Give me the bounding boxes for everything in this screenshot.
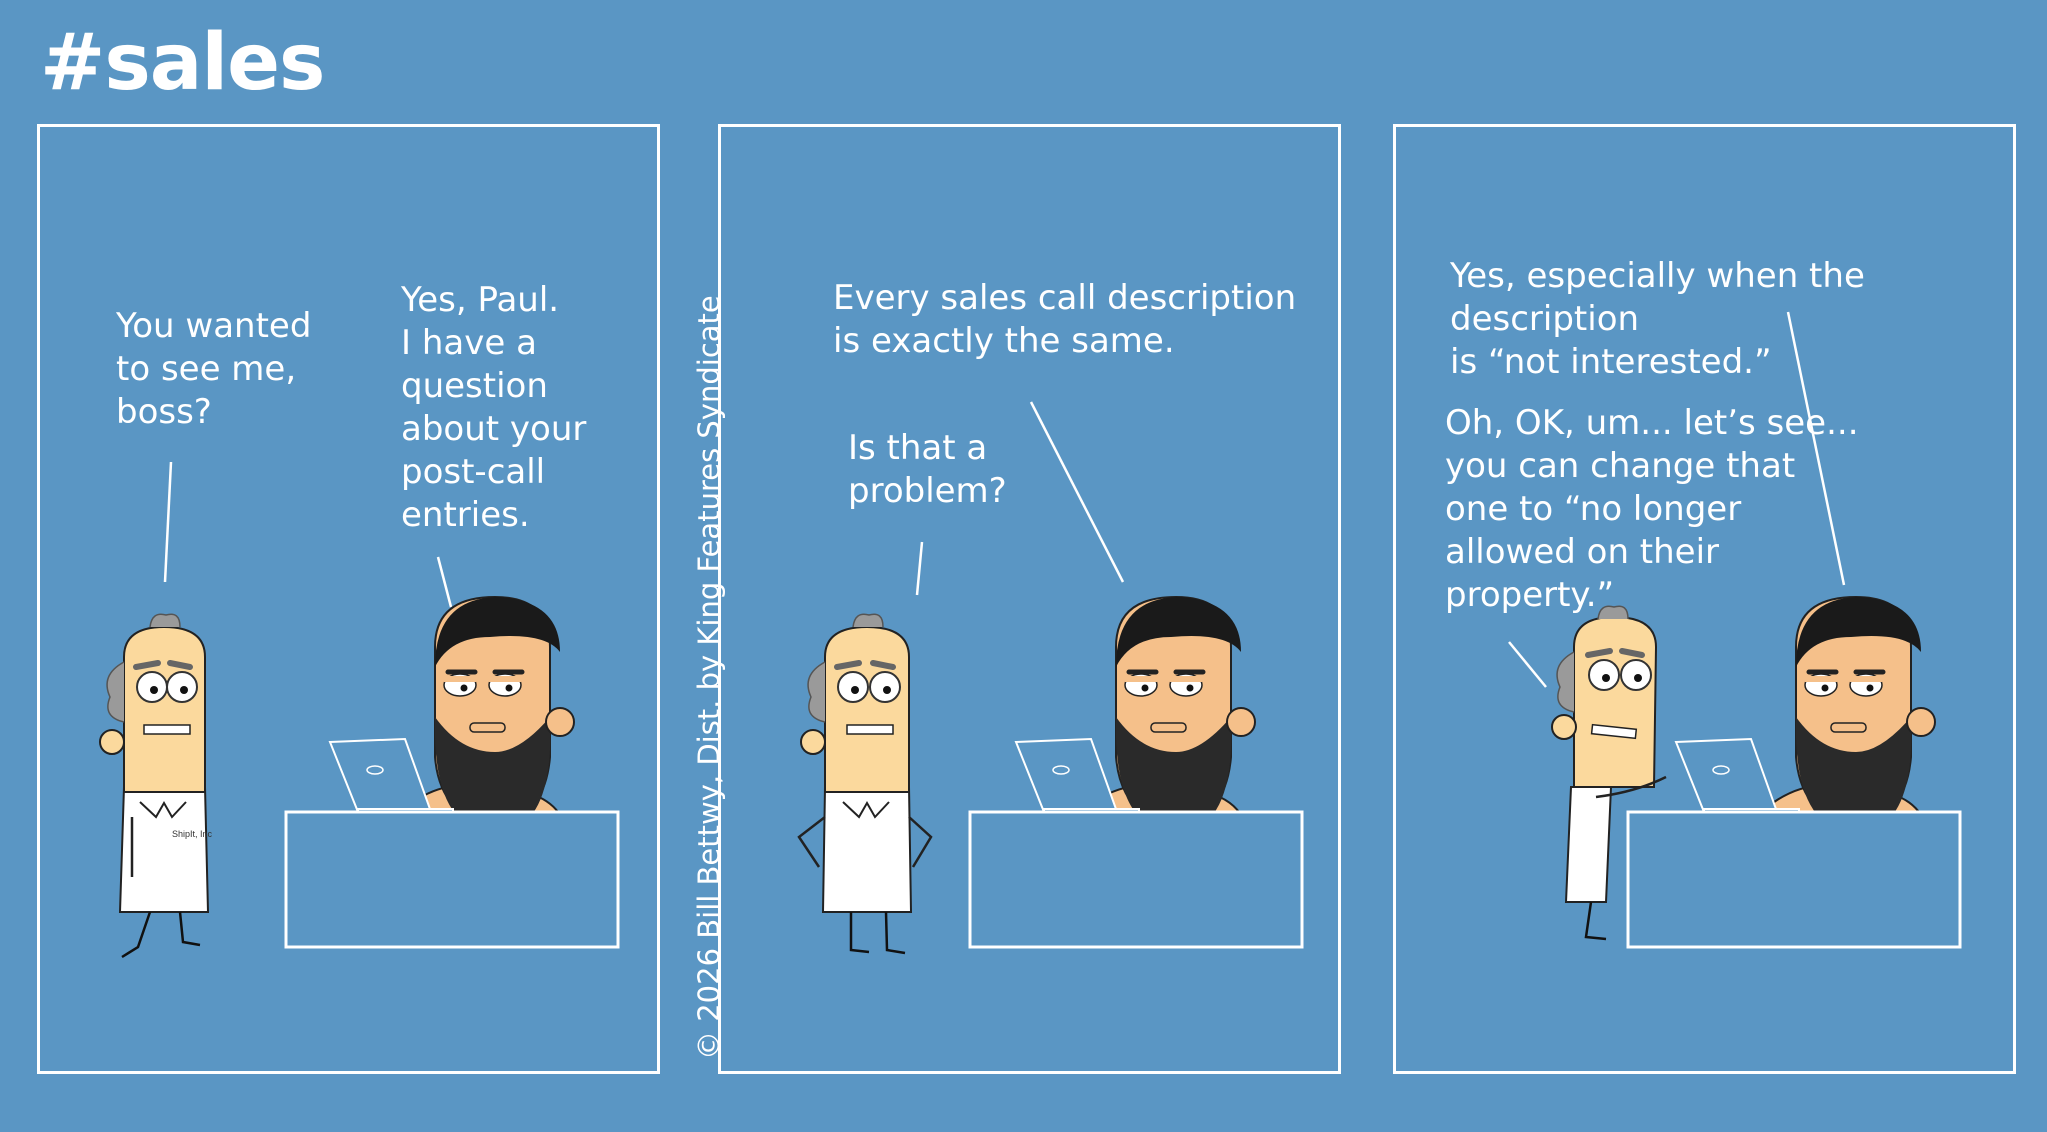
- comic-panel-1: You wanted to see me, boss? Yes, Paul. I…: [37, 124, 660, 1074]
- comic-title: #sales: [40, 18, 325, 108]
- comic-panel-2: Every sales call description is exactly …: [718, 124, 1341, 1074]
- shirt-logo: ShipIt, Inc: [172, 829, 213, 839]
- speech-paul-2: Is that a problem?: [848, 428, 1007, 511]
- comic-panel-3: Yes, especially when the description is …: [1393, 124, 2016, 1074]
- panel-2-art: [797, 401, 1304, 955]
- speech-boss-1: Yes, Paul. I have a question about your …: [401, 280, 587, 535]
- panel-1-art: ShipIt, Inc: [99, 461, 620, 959]
- paul-character: ShipIt, Inc: [99, 613, 213, 959]
- paul-character: [797, 613, 933, 955]
- paul-character: [1551, 605, 1667, 941]
- speech-boss-2: Every sales call description is exactly …: [833, 278, 1297, 361]
- speech-paul-3: Oh, OK, um... let’s see... you can chang…: [1445, 403, 1859, 615]
- speech-boss-3: Yes, especially when the description is …: [1450, 256, 1865, 382]
- speech-paul-1: You wanted to see me, boss?: [116, 306, 312, 432]
- panel-3-art: [1508, 311, 1962, 949]
